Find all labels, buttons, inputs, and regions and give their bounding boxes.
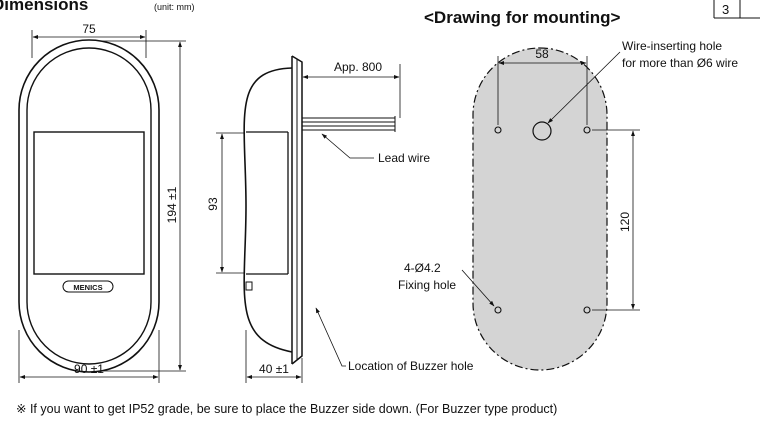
logo-text: MENICS	[73, 283, 102, 292]
wire-hole-label-line1: Wire-inserting hole	[622, 39, 722, 53]
fixing-hole-top-left	[494, 126, 502, 134]
logo-badge	[62, 280, 114, 293]
unit-note: (unit: mm)	[154, 2, 195, 12]
dim-120: 120	[618, 212, 632, 232]
header: Dimensions (unit: mm) <Drawing for mount…	[0, 0, 760, 27]
dim-app-800: App. 800	[334, 60, 382, 74]
fixing-hole-top-right	[583, 126, 591, 134]
wire-hole-label-line2: for more than Ø6 wire	[622, 56, 738, 70]
fixing-hole-bottom-left	[494, 306, 502, 314]
mounting-plate-outline	[472, 47, 608, 371]
dim-93: 93	[206, 197, 220, 211]
front-view: MENICS 75 194 ±1 90 ±1	[18, 22, 186, 383]
dimensions-title: Dimensions	[0, 0, 88, 14]
front-outer-outline	[18, 39, 160, 373]
fixing-hole-bottom-right	[583, 306, 591, 314]
dim-90: 90 ±1	[74, 362, 104, 376]
lead-wires	[302, 116, 396, 132]
mounting-title: <Drawing for mounting>	[424, 8, 621, 27]
page-number: 3	[722, 2, 729, 17]
dim-58: 58	[535, 47, 549, 61]
side-dome	[243, 67, 293, 353]
front-window	[33, 131, 145, 275]
fixing-hole-label-line2: Fixing hole	[398, 278, 456, 292]
lead-wire-label: Lead wire	[378, 151, 430, 165]
ip52-footnote: ※ If you want to get IP52 grade, be sure…	[16, 402, 558, 416]
fixing-hole-label-line1: 4-Ø4.2	[404, 261, 441, 275]
buzzer-hole-label: Location of Buzzer hole	[348, 359, 474, 373]
front-inner-outline	[26, 47, 152, 365]
dim-40: 40 ±1	[259, 362, 289, 376]
mounting-drawing: 58 120 Wire-inserting hole for more than…	[398, 39, 738, 371]
dim-75: 75	[82, 22, 96, 36]
dim-194: 194 ±1	[165, 186, 179, 223]
wire-inserting-hole	[532, 121, 552, 141]
side-view: App. 800 93 40 ±1 Lead wire Location of …	[206, 55, 474, 383]
